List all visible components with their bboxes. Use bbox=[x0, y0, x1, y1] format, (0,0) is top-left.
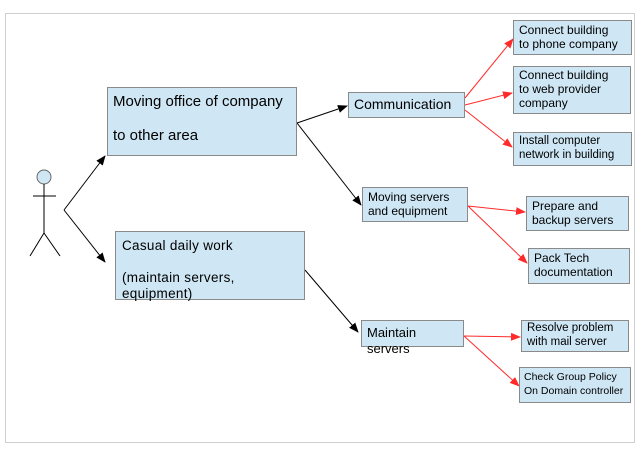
casual-work-line2: (maintain servers, equipment) bbox=[122, 270, 235, 302]
arrow-maintain-servers-to-check-gpo bbox=[463, 335, 520, 387]
use-case-moving-servers: Moving servers and equipment bbox=[362, 187, 468, 222]
actor-stick-figure bbox=[29, 169, 61, 257]
casual-work-line1: Casual daily work bbox=[122, 238, 233, 253]
task-prepare-backup: Prepare and backup servers bbox=[526, 196, 629, 231]
communication-label: Communication bbox=[354, 96, 452, 112]
moving-servers-label: Moving servers and equipment bbox=[368, 190, 450, 219]
use-case-maintain-servers: Maintain servers bbox=[361, 320, 464, 356]
resolve-mail-label: Resolve problem with mail server bbox=[527, 322, 614, 348]
task-pack-docs: Pack Tech documentation bbox=[528, 248, 630, 284]
prepare-backup-label: Prepare and backup servers bbox=[532, 199, 614, 228]
arrow-casual-work-to-maintain-servers bbox=[304, 269, 359, 333]
arrow-communication-to-connect-phone bbox=[464, 38, 514, 99]
install-network-label: Install computer network in building bbox=[519, 135, 615, 161]
arrow-moving-servers-to-pack-docs bbox=[467, 205, 528, 264]
diagram-frame bbox=[5, 13, 635, 443]
pack-docs-label: Pack Tech documentation bbox=[534, 251, 613, 280]
connect-phone-label: Connect building to phone company bbox=[519, 23, 618, 52]
use-case-moving-office: Moving office of company to other area bbox=[107, 87, 297, 156]
arrow-actor-to-casual-work bbox=[63, 209, 106, 263]
arrow-maintain-servers-to-resolve-mail bbox=[463, 332, 521, 341]
task-resolve-mail: Resolve problem with mail server bbox=[521, 320, 629, 352]
connect-web-label: Connect building to web provider company bbox=[519, 68, 609, 110]
arrow-moving-office-to-communication bbox=[296, 105, 348, 124]
task-connect-web: Connect building to web provider company bbox=[513, 66, 631, 114]
arrow-actor-to-moving-office bbox=[63, 155, 106, 211]
task-install-network: Install computer network in building bbox=[513, 132, 632, 166]
actor-head bbox=[36, 169, 52, 185]
use-case-communication: Communication bbox=[348, 92, 465, 118]
check-gpo-label: Check Group Policy On Domain controller bbox=[524, 371, 624, 398]
task-check-gpo: Check Group Policy On Domain controller bbox=[519, 367, 631, 403]
task-connect-phone: Connect building to phone company bbox=[513, 20, 632, 55]
arrow-moving-servers-to-prepare-backup bbox=[467, 205, 526, 216]
arrow-communication-to-connect-web bbox=[464, 91, 513, 106]
use-case-casual-work: Casual daily work (maintain servers, equ… bbox=[115, 231, 305, 302]
arrow-communication-to-install-network bbox=[464, 109, 513, 148]
arrow-moving-office-to-moving-servers bbox=[296, 122, 362, 206]
moving-office-line2: to other area bbox=[113, 127, 199, 144]
maintain-servers-label: Maintain servers bbox=[367, 325, 417, 356]
actor-left-leg bbox=[29, 232, 45, 257]
moving-office-line1: Moving office of company bbox=[113, 93, 283, 110]
actor-right-leg bbox=[43, 232, 61, 257]
